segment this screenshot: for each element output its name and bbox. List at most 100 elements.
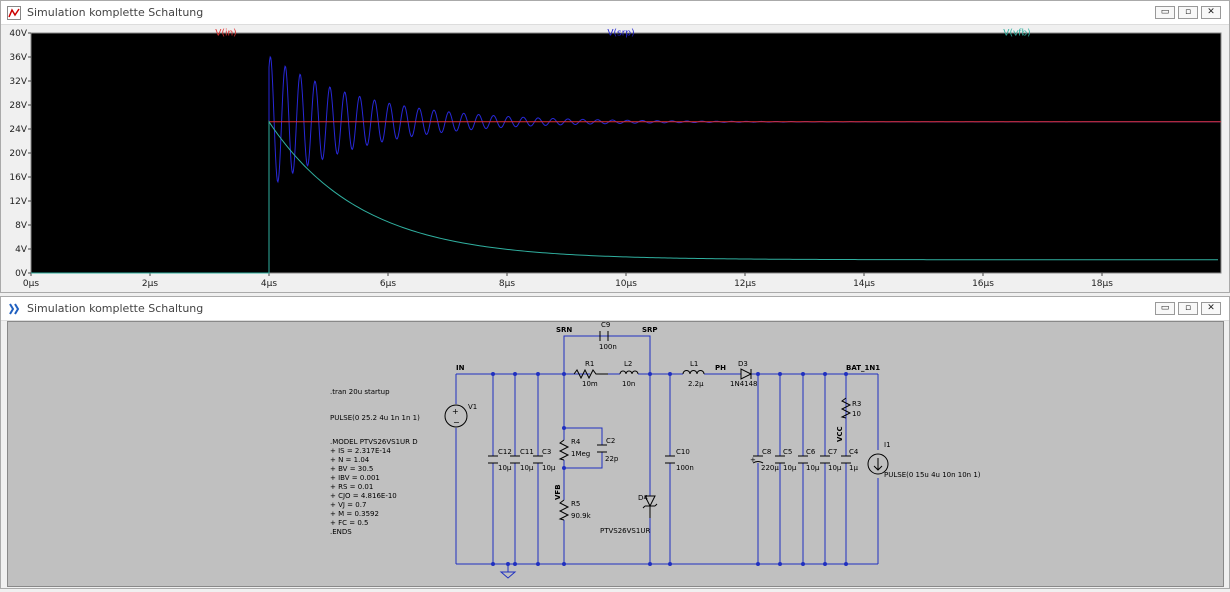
spice-line: PULSE(0 25.2 4u 1n 1n 1) (330, 414, 420, 422)
value-c4: 1µ (849, 464, 858, 472)
label-c9: C9 (601, 322, 610, 329)
label-l2: L2 (624, 360, 632, 368)
x-tick-label: 16µs (972, 279, 994, 289)
capacitor-c3-icon[interactable] (533, 455, 543, 464)
capacitor-c10-icon[interactable] (665, 455, 675, 464)
label-r3: R3 (852, 400, 861, 408)
plot-background (30, 32, 1222, 274)
current-source-icon[interactable] (867, 453, 889, 475)
plot-window: Simulation komplette Schaltung ▭ ▫ ✕ 0V 4… (0, 0, 1230, 293)
capacitor-c6-icon[interactable] (798, 455, 808, 464)
y-tick-label: 16V (9, 173, 27, 183)
value-c12: 10µ (498, 464, 512, 472)
capacitor-c12-icon[interactable] (488, 455, 498, 464)
tvs-diode-d4-icon[interactable] (642, 495, 658, 518)
label-c4: C4 (849, 448, 859, 456)
spice-line: + IS = 2.317E-14 (330, 447, 391, 455)
y-tick-label: 32V (9, 77, 27, 87)
label-c6: C6 (806, 448, 816, 456)
spice-line: .MODEL PTVS26VS1UR D (330, 438, 418, 446)
value-c9: 100n (599, 343, 617, 351)
series-v-vfb (31, 120, 1219, 274)
spice-line: + RS = 0.01 (330, 483, 373, 491)
y-tick-label: 40V (9, 29, 27, 39)
schematic-drawing[interactable]: + − (8, 321, 1225, 588)
diode-d3-icon[interactable] (740, 368, 753, 380)
label-l1: L1 (690, 360, 698, 368)
minimize-button[interactable]: ▭ (1155, 6, 1175, 19)
spice-line: + M = 0.3592 (330, 510, 379, 518)
x-tick-label: 12µs (734, 279, 756, 289)
restore-button[interactable]: ▫ (1178, 6, 1198, 19)
net-label-srn: SRN (556, 326, 572, 334)
value-c8: 220µ (761, 464, 779, 472)
plot-window-titlebar[interactable]: Simulation komplette Schaltung ▭ ▫ ✕ (1, 1, 1229, 25)
resistor-r4-icon[interactable] (558, 439, 570, 461)
y-tick-label: 4V (15, 245, 28, 255)
value-d4: PTVS26VS1UR (600, 527, 650, 535)
junctions (491, 372, 848, 566)
x-tick-label: 0µs (23, 279, 39, 289)
label-d4: D4 (638, 494, 648, 502)
schematic-window-title: Simulation komplette Schaltung (27, 302, 204, 315)
schematic-window-titlebar[interactable]: Simulation komplette Schaltung ▭ ▫ ✕ (1, 297, 1229, 321)
x-tick-label: 14µs (853, 279, 875, 289)
inductor-l2-icon[interactable] (619, 370, 639, 375)
capacitor-c5-icon[interactable] (775, 455, 785, 464)
value-c11: 10µ (520, 464, 534, 472)
schematic-canvas[interactable]: + − (7, 321, 1224, 587)
label-c10: C10 (676, 448, 690, 456)
label-r4: R4 (571, 438, 581, 446)
y-tick-label: 0V (15, 269, 28, 279)
capacitor-c9-icon[interactable] (599, 331, 609, 341)
svg-text:−: − (453, 418, 460, 427)
net-label-vcc: VCC (836, 426, 844, 442)
value-r5: 90.9k (571, 512, 592, 520)
inductor-l1-icon[interactable] (682, 370, 705, 375)
capacitor-c2-icon[interactable] (597, 444, 607, 453)
net-label-srp: SRP (642, 326, 658, 334)
resistor-r1-icon[interactable] (573, 368, 608, 380)
capacitor-c4-icon[interactable] (841, 455, 851, 464)
voltage-source-icon[interactable] (444, 404, 468, 428)
close-button[interactable]: ✕ (1201, 302, 1221, 315)
y-tick-label: 8V (15, 221, 28, 231)
capacitor-c8-icon[interactable] (752, 455, 764, 464)
spice-line: .ENDS (330, 528, 352, 536)
value-c10: 100n (676, 464, 694, 472)
legend-v-vfb[interactable]: V(vfb) (1003, 29, 1030, 39)
label-c8: C8 (762, 448, 771, 456)
legend-v-in[interactable]: V(in) (215, 29, 236, 39)
label-c5: C5 (783, 448, 792, 456)
capacitor-c11-icon[interactable] (510, 455, 520, 464)
label-i1: I1 (884, 441, 891, 449)
x-tick-label: 10µs (615, 279, 637, 289)
resistor-r3-icon[interactable] (840, 397, 852, 419)
y-tick-label: 36V (9, 53, 27, 63)
value-l1: 2.2µ (688, 380, 704, 388)
spice-line: + VJ = 0.7 (330, 501, 366, 509)
resistor-r5-icon[interactable] (558, 499, 570, 521)
x-tick-label: 6µs (380, 279, 396, 289)
value-c7: 10µ (828, 464, 842, 472)
legend-v-srp[interactable]: V(srp) (607, 29, 634, 39)
value-c2: 22p (605, 455, 619, 463)
value-c3: 10µ (542, 464, 556, 472)
restore-button[interactable]: ▫ (1178, 302, 1198, 315)
spice-line: + CJO = 4.816E-10 (330, 492, 397, 500)
y-tick-label: 24V (9, 125, 27, 135)
plot-window-title: Simulation komplette Schaltung (27, 6, 204, 19)
minimize-button[interactable]: ▭ (1155, 302, 1175, 315)
wires (455, 335, 879, 579)
label-v1: V1 (468, 403, 477, 411)
close-button[interactable]: ✕ (1201, 6, 1221, 19)
label-c7: C7 (828, 448, 837, 456)
value-r4: 1Meg (571, 450, 590, 458)
capacitor-c7-icon[interactable] (820, 455, 830, 464)
x-tick-label: 18µs (1091, 279, 1113, 289)
spice-line: + BV = 30.5 (330, 465, 373, 473)
y-tick-label: 12V (9, 197, 27, 207)
